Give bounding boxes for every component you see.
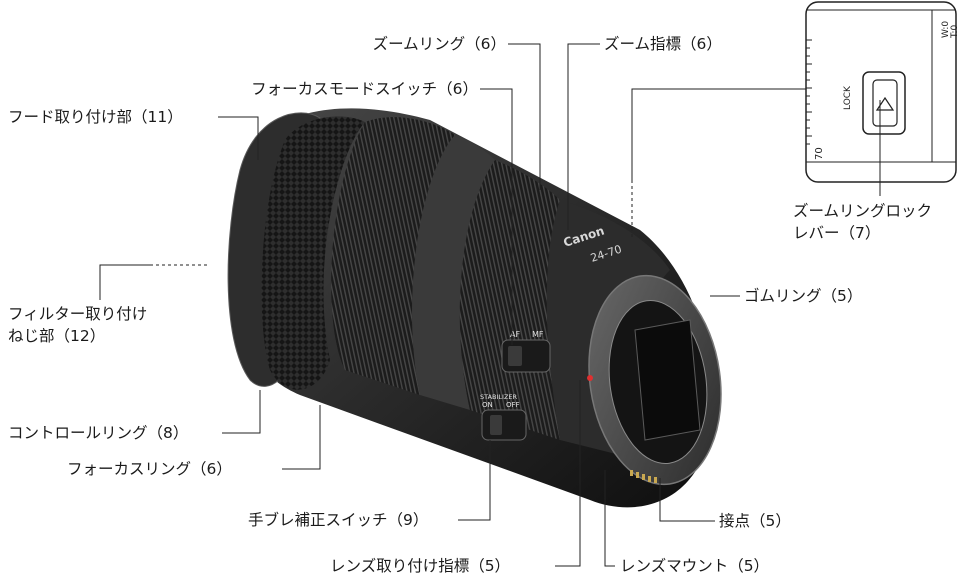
focus-mode-switch-graphic	[501, 339, 551, 373]
lens-barrel	[227, 108, 722, 508]
label-zoom-lock-2: レバー（7）	[793, 224, 881, 242]
stabilizer-switch-graphic	[481, 409, 527, 441]
label-control-ring: コントロールリング（8）	[8, 424, 189, 442]
lock-marking: LOCK	[843, 85, 853, 110]
mount-index-dot	[587, 375, 593, 381]
label-zoom-index: ズーム指標（6）	[604, 35, 722, 53]
label-rubber-ring: ゴムリング（5）	[744, 287, 863, 305]
label-zoom-ring: ズームリング（6）	[372, 35, 506, 53]
inset-w-marking: W:0	[941, 21, 951, 38]
label-lens-mount: レンズマウント（5）	[620, 557, 770, 575]
label-contacts: 接点（5）	[719, 512, 791, 530]
inset-t-marking: T:0	[950, 24, 960, 39]
on-marking: ON	[482, 401, 493, 409]
label-stabilizer-switch: 手ブレ補正スイッチ（9）	[248, 511, 429, 529]
inset-70-marking: 70	[814, 147, 825, 160]
label-focus-ring: フォーカスリング（6）	[67, 460, 232, 478]
label-focus-mode-switch: フォーカスモードスイッチ（6）	[251, 80, 478, 98]
zoom-lock-inset: LOCK 70 W:0 T:0	[805, 1, 960, 183]
off-marking: OFF	[506, 401, 520, 409]
label-mount-index: レンズ取り付け指標（5）	[330, 557, 511, 575]
label-zoom-lock-1: ズームリングロック	[793, 202, 933, 220]
af-marking: AF	[510, 330, 520, 339]
callout-lines	[99, 43, 881, 567]
label-hood-mount: フード取り付け部（11）	[8, 108, 183, 126]
stabilizer-marking: STABILIZER	[480, 393, 518, 401]
mf-marking: MF	[532, 330, 544, 339]
contacts-pins	[630, 470, 657, 483]
label-filter-thread-2: ねじ部（12）	[8, 327, 106, 345]
label-filter-thread-1: フィルター取り付け	[8, 305, 148, 323]
